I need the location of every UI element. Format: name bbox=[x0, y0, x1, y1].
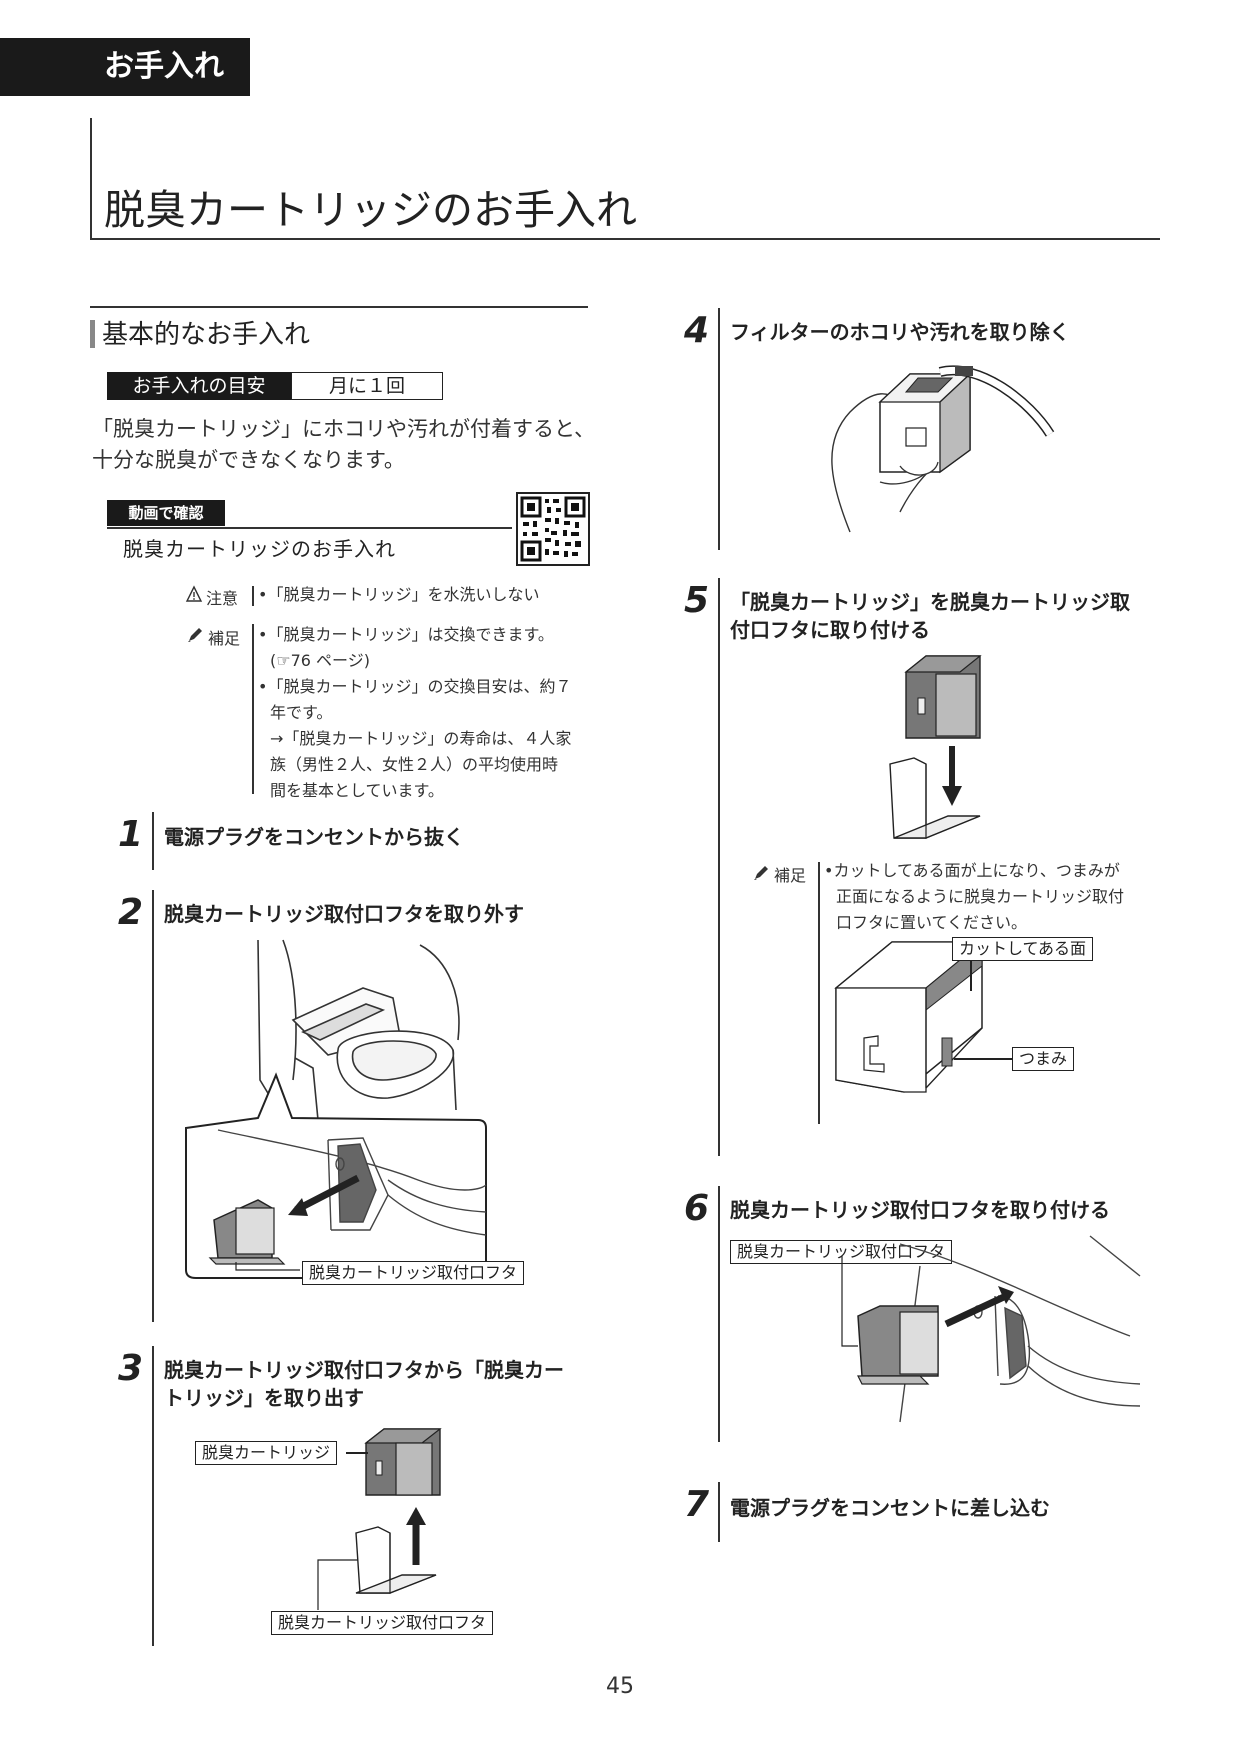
knob-callout: つまみ bbox=[1012, 1047, 1075, 1071]
supplement-bar bbox=[252, 624, 254, 794]
step-text: 脱臭カートリッジ取付口フタから「脱臭カー トリッジ」を取り出す bbox=[164, 1356, 584, 1412]
section-heading-rule bbox=[90, 306, 588, 352]
insert-arrow bbox=[942, 746, 962, 806]
cut-face-callout: カットしてある面 bbox=[952, 937, 1094, 961]
section-tab: お手入れ bbox=[0, 38, 250, 96]
step-rule bbox=[718, 578, 720, 1156]
caution-bar bbox=[252, 586, 254, 606]
supplement-line: •「脱臭カートリッジ」の交換目安は、約７ bbox=[258, 677, 572, 696]
step-number: 4 bbox=[684, 310, 710, 351]
title-rule-vertical bbox=[90, 118, 92, 240]
cartridge-cube bbox=[904, 655, 982, 739]
step-number: 1 bbox=[118, 814, 144, 855]
title-rule bbox=[90, 238, 1160, 240]
pencil-icon bbox=[188, 628, 202, 642]
lift-arrow bbox=[406, 1507, 426, 1565]
video-badge: 動画で確認 bbox=[107, 500, 225, 526]
cartridge-cover bbox=[208, 1199, 286, 1265]
caution-icon bbox=[185, 585, 203, 602]
step-rule bbox=[718, 1482, 720, 1542]
cartridge-cover bbox=[857, 1305, 939, 1385]
step-number: 5 bbox=[684, 580, 710, 621]
video-title[interactable]: 脱臭カートリッジのお手入れ bbox=[123, 537, 396, 561]
cartridge-orientation-illustration bbox=[834, 940, 984, 1093]
supplement-label: 補足 bbox=[208, 629, 241, 648]
insert-arrow bbox=[944, 1286, 1014, 1328]
video-rule bbox=[107, 527, 512, 529]
lid-callout: 脱臭カートリッジ取付口フタ bbox=[271, 1611, 494, 1635]
toilet-illustration bbox=[185, 939, 487, 1279]
supplement-line: 族（男性２人、女性２人）の平均使用時 bbox=[270, 755, 559, 774]
cartridge-lift-illustration bbox=[355, 1428, 442, 1594]
step-rule bbox=[718, 1186, 720, 1442]
leader-line bbox=[346, 1452, 368, 1454]
page-title: 脱臭カートリッジのお手入れ bbox=[104, 186, 637, 234]
step-number: 2 bbox=[118, 892, 144, 933]
step-text-line: 「脱臭カートリッジ」を脱臭カートリッジ取 bbox=[730, 590, 1130, 614]
leader-line bbox=[317, 1559, 358, 1610]
step-text-line: 脱臭カートリッジ取付口フタから「脱臭カー bbox=[164, 1358, 564, 1382]
step-text: 脱臭カートリッジ取付口フタを取り外す bbox=[164, 902, 524, 926]
leader-line bbox=[970, 961, 972, 991]
section-heading-bar bbox=[90, 320, 95, 348]
supplement-page-link[interactable]: (☞76 ページ) bbox=[270, 651, 370, 670]
reinstall-illustration bbox=[841, 1235, 1141, 1423]
step-number: 6 bbox=[684, 1188, 710, 1229]
caution-item: •「脱臭カートリッジ」を水洗いしない bbox=[258, 585, 540, 604]
intro-text: 「脱臭カートリッジ」にホコリや汚れが付着すると、十分な脱臭ができなくなります。 bbox=[92, 417, 596, 472]
section-title: 基本的なお手入れ bbox=[102, 320, 311, 350]
guide-label: お手入れの目安 bbox=[107, 372, 291, 400]
cartridge-cube bbox=[878, 372, 972, 474]
brush-icon bbox=[938, 365, 1055, 437]
caution-label: 注意 bbox=[206, 589, 239, 608]
supplement-text: •「脱臭カートリッジ」は交換できます。 (☞76 ページ) •「脱臭カートリッジ… bbox=[258, 622, 588, 804]
step-text: 「脱臭カートリッジ」を脱臭カートリッジ取 付口フタに取り付ける bbox=[730, 588, 1150, 644]
step-rule bbox=[152, 812, 154, 870]
supplement-line: 間を基本としています。 bbox=[270, 781, 444, 800]
lid-callout: 脱臭カートリッジ取付口フタ bbox=[730, 1240, 953, 1264]
note-bar bbox=[818, 862, 820, 1124]
step5-note-text: •カットしてある面が上になり、つまみが 正面になるように脱臭カートリッジ取付 口… bbox=[824, 858, 1144, 936]
step-text-line: 付口フタに取り付ける bbox=[730, 618, 930, 642]
step-rule bbox=[152, 1346, 154, 1646]
step-number: 7 bbox=[684, 1484, 710, 1525]
qr-code-icon[interactable] bbox=[516, 492, 590, 566]
supplement-line: 年です。 bbox=[270, 703, 333, 722]
step-number: 3 bbox=[118, 1348, 144, 1389]
note-line: 口フタに置いてください。 bbox=[836, 913, 1028, 932]
step-text-line: トリッジ」を取り出す bbox=[164, 1386, 364, 1410]
cartridge-cube bbox=[834, 940, 984, 1093]
note-label: 補足 bbox=[774, 866, 807, 885]
cartridge-callout: 脱臭カートリッジ bbox=[195, 1441, 338, 1465]
step-text: 電源プラグをコンセントに差し込む bbox=[730, 1496, 1050, 1520]
cartridge-cube bbox=[364, 1428, 442, 1496]
cartridge-insert-illustration bbox=[889, 655, 982, 839]
step-text: フィルターのホコリや汚れを取り除く bbox=[730, 320, 1070, 344]
step-text: 電源プラグをコンセントから抜く bbox=[164, 825, 464, 849]
brush-cleaning-illustration bbox=[831, 365, 1055, 533]
leader-line bbox=[954, 1058, 1012, 1060]
step-rule bbox=[152, 890, 154, 1322]
supplement-line: •「脱臭カートリッジ」は交換できます。 bbox=[258, 625, 554, 644]
supplement-line: →「脱臭カートリッジ」の寿命は、４人家 bbox=[270, 729, 572, 748]
page-number: 45 bbox=[606, 1674, 634, 1699]
step-text: 脱臭カートリッジ取付口フタを取り付ける bbox=[730, 1198, 1110, 1222]
lid-callout: 脱臭カートリッジ取付口フタ bbox=[302, 1261, 525, 1285]
note-line: •カットしてある面が上になり、つまみが bbox=[824, 861, 1120, 880]
removal-arrow bbox=[288, 1174, 360, 1216]
step-rule bbox=[718, 308, 720, 550]
pencil-icon bbox=[754, 866, 768, 880]
note-line: 正面になるように脱臭カートリッジ取付 bbox=[836, 887, 1125, 906]
guide-value: 月に１回 bbox=[291, 372, 443, 400]
